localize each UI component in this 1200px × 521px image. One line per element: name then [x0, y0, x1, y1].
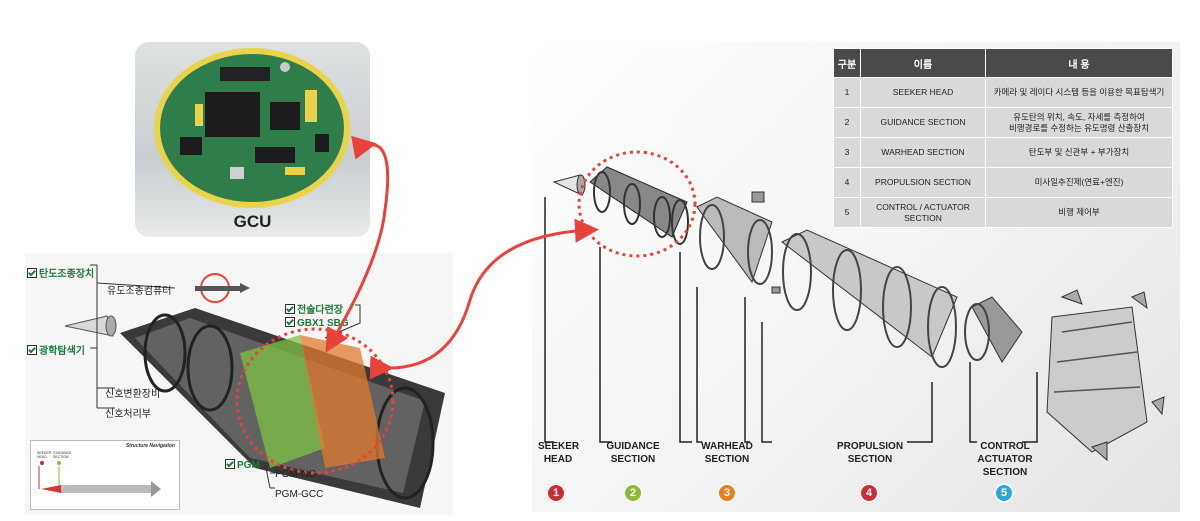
pgm-nc-label: PGM-NC: [275, 469, 316, 480]
row-number: 4: [833, 167, 861, 198]
signal-processor-label: 신호처리부: [105, 409, 151, 420]
gcu-photo: [135, 42, 370, 237]
seeker-control-label: 탄도조종장치: [27, 265, 94, 280]
row-content: 비행 제어부: [985, 197, 1173, 228]
table-header-row: 구분 이름 내 용: [833, 48, 1173, 78]
section-number-4: 4: [859, 483, 879, 503]
row-name: PROPULSION SECTION: [860, 167, 986, 198]
section-label-guidance: GUIDANCE SECTION: [606, 441, 660, 465]
gcu-board-illustration: [154, 48, 350, 208]
row-number: 1: [833, 77, 861, 108]
exploded-missile-illustration: [544, 150, 1165, 462]
header-name: 이름: [860, 48, 986, 78]
nav-title: Structure Navigation: [125, 443, 175, 449]
row-name: SEEKER HEAD: [860, 77, 986, 108]
section-number-2: 2: [623, 483, 643, 503]
header-category: 구분: [833, 48, 861, 78]
gcu-label: GCU: [233, 212, 272, 231]
guidance-computer-label: 유도조종컴퓨터: [107, 286, 172, 297]
row-content: 탄도부 및 신관부 + 부가장치: [985, 137, 1173, 168]
row-number: 2: [833, 107, 861, 138]
pgm-gcc-label: PGM-GCC: [275, 489, 324, 500]
signal-converter-label: 신호변환장비: [105, 389, 161, 400]
table-row: 5 CONTROL / ACTUATOR SECTION 비행 제어부: [833, 197, 1173, 228]
section-label-warhead: WARHEAD SECTION: [701, 441, 753, 465]
pgm-label: PGM: [225, 459, 260, 471]
table-row: 4 PROPULSION SECTION 미사일추진제(연료+엔진): [833, 167, 1173, 198]
section-number-1: 1: [546, 483, 566, 503]
gbx1-sbg-label: GBX1 SBG: [285, 317, 349, 329]
nav-seeker-label: SEEKER HEAD: [37, 451, 52, 459]
table-row: 2 GUIDANCE SECTION 유도탄의 위치, 속도, 자세를 측정하여…: [833, 107, 1173, 138]
row-name: WARHEAD SECTION: [860, 137, 986, 168]
missile-cutaway-illustration: [64, 264, 445, 508]
row-content: 카메라 및 레이다 시스템 등을 이용한 목표탐색기: [985, 77, 1173, 108]
row-content: 미사일추진제(연료+엔진): [985, 167, 1173, 198]
structure-navigation-inset: Structure Navigation SEEKER HEAD GUIDANC…: [30, 440, 180, 510]
optical-seeker-label: 광학탐색기: [27, 342, 85, 357]
section-label-control: CONTROL ACTUATOR SECTION: [977, 441, 1033, 478]
row-number: 5: [833, 197, 861, 228]
tactical-datalink-label: 전술다련장: [285, 301, 343, 316]
row-content: 유도탄의 위치, 속도, 자세를 측정하여 비행경로를 수정하는 유도명령 산출…: [985, 107, 1173, 138]
row-name: GUIDANCE SECTION: [860, 107, 986, 138]
specification-table: 구분 이름 내 용 1 SEEKER HEAD 카메라 및 레이다 시스템 등을…: [833, 48, 1173, 228]
section-number-5: 5: [994, 483, 1014, 503]
section-label-seeker: SEEKER HEAD: [538, 441, 580, 465]
header-content: 내 용: [985, 48, 1173, 78]
table-row: 1 SEEKER HEAD 카메라 및 레이다 시스템 등을 이용한 목표탐색기: [833, 77, 1173, 108]
row-name: CONTROL / ACTUATOR SECTION: [860, 197, 986, 228]
table-row: 3 WARHEAD SECTION 탄도부 및 신관부 + 부가장치: [833, 137, 1173, 168]
section-label-propulsion: PROPULSION SECTION: [836, 441, 904, 465]
nav-guidance-label: GUIDANCE SECTION: [53, 451, 72, 459]
nav-missile-icon: [38, 461, 161, 497]
section-number-3: 3: [717, 483, 737, 503]
row-number: 3: [833, 137, 861, 168]
